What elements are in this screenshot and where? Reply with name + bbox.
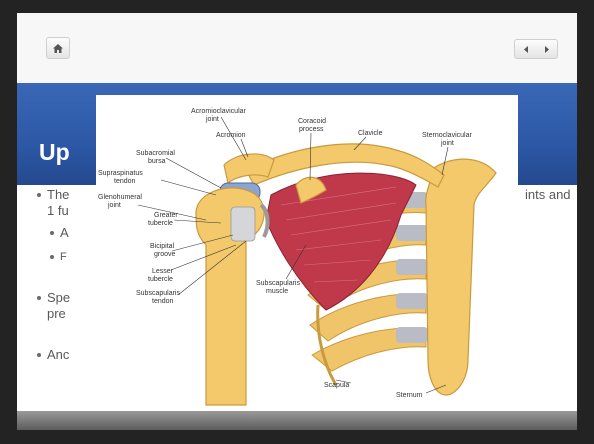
shoulder-anatomy-figure: Acromioclavicular joint Acromion Coracoi… — [96, 95, 518, 409]
bullet-2-text: Spe — [47, 290, 70, 305]
slide-navigation — [514, 39, 558, 59]
shoulder-anatomy-illustration: Acromioclavicular joint Acromion Coracoi… — [96, 95, 518, 409]
bullet-marker — [37, 296, 41, 300]
label-lesser-tubercle-line2: tubercle — [148, 276, 173, 283]
prev-arrow-icon[interactable] — [522, 45, 530, 54]
label-coracoid-process-line2: process — [299, 126, 324, 133]
label-acromioclavicular-joint-line2: joint — [205, 116, 219, 123]
bullet-2-text-line2: pre — [47, 306, 66, 321]
label-supraspinatus-tendon: Supraspinatus — [98, 170, 143, 177]
bullet-1-text-line2: 1 fu — [47, 203, 69, 218]
label-subacromial-bursa-line2: bursa — [148, 158, 166, 165]
bullet-1-text-left: The — [47, 187, 69, 202]
label-subscapularis-muscle: Subscapularis — [256, 280, 300, 287]
label-acromion: Acromion — [216, 132, 246, 139]
label-subscapularis-muscle-line2: muscle — [266, 288, 288, 295]
next-arrow-icon[interactable] — [543, 45, 551, 54]
bullet-1-text-right: ints and — [525, 187, 571, 202]
label-coracoid-process: Coracoid — [298, 118, 326, 125]
label-acromioclavicular-joint: Acromioclavicular — [191, 108, 247, 115]
sub-bullet-1-text: A — [60, 225, 69, 240]
home-icon — [52, 43, 64, 54]
label-subscapularis-tendon-line2: tendon — [152, 298, 174, 305]
home-button[interactable] — [46, 37, 70, 59]
slide-nav-bar — [17, 13, 577, 83]
bullet-3-text: Anc — [47, 347, 69, 362]
label-glenohumeral-joint: Glenohumeral — [98, 194, 142, 201]
label-sternum: Sternum — [396, 392, 423, 399]
label-lesser-tubercle: Lesser — [152, 268, 174, 275]
label-supraspinatus-tendon-line2: tendon — [114, 178, 136, 185]
label-subacromial-bursa: Subacromial — [136, 150, 175, 157]
sub-bullet-marker — [50, 231, 54, 235]
label-greater-tubercle-line2: tubercle — [148, 220, 173, 227]
label-subscapularis-tendon: Subscapularis — [136, 290, 180, 297]
sternum-shape — [426, 159, 496, 395]
label-sternoclavicular-joint-line2: joint — [440, 140, 454, 147]
label-bicipital-groove-line2: groove — [154, 251, 176, 258]
label-glenohumeral-joint-line2: joint — [107, 202, 121, 209]
label-clavicle: Clavicle — [358, 130, 383, 137]
slide-footer-bar — [17, 411, 577, 430]
slide-title: Up — [39, 139, 70, 165]
label-scapula: Scapula — [324, 382, 349, 389]
bullet-marker — [37, 353, 41, 357]
sub-bullet-marker — [50, 255, 54, 259]
sub-bullet-2-text: F — [60, 250, 67, 265]
slide: Up The ints and 1 fu A F Spe pre Anc — [17, 13, 577, 430]
label-sternoclavicular-joint: Sternoclavicular — [422, 132, 472, 139]
label-bicipital-groove: Bicipital — [150, 243, 175, 250]
bullet-marker — [37, 193, 41, 197]
label-greater-tubercle: Greater — [154, 212, 178, 219]
